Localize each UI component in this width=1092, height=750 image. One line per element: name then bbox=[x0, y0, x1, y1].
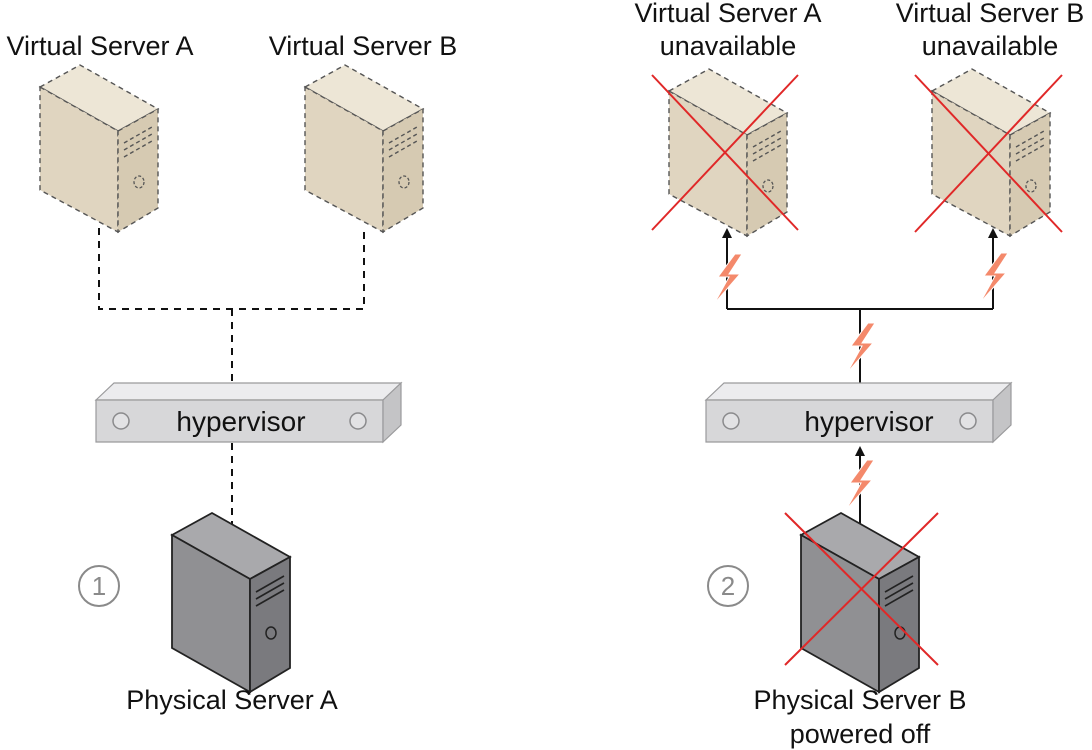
virtual-server-b-label: Virtual Server B bbox=[896, 0, 1085, 28]
physical-server-b-label: Physical Server B bbox=[753, 685, 966, 715]
physical-server-icon bbox=[171, 512, 291, 693]
virtual-server-a-label: Virtual Server A bbox=[634, 0, 821, 28]
physical-server-b-status: powered off bbox=[790, 719, 931, 749]
step-1-badge: 1 bbox=[78, 565, 120, 607]
virtual-server-b-status: unavailable bbox=[922, 31, 1059, 61]
step-2-number: 2 bbox=[721, 571, 735, 601]
physical-server-icon bbox=[800, 512, 920, 693]
virtual-server-icon bbox=[304, 64, 424, 233]
failure-x-icon bbox=[914, 74, 1063, 233]
virtual-server-icon bbox=[931, 68, 1051, 237]
virtual-link-connector bbox=[98, 228, 365, 400]
virtual-server-icon bbox=[39, 64, 159, 233]
failure-x-icon bbox=[651, 74, 799, 231]
physical-server-a-label: Physical Server A bbox=[126, 685, 338, 715]
step-2-badge: 2 bbox=[707, 565, 749, 607]
virtual-server-icon bbox=[668, 68, 788, 237]
hypervisor-label: hypervisor bbox=[176, 406, 305, 437]
step-1-number: 1 bbox=[92, 571, 106, 601]
hypervisor-label: hypervisor bbox=[804, 406, 933, 437]
virtual-server-a-status: unavailable bbox=[660, 31, 797, 61]
virtual-server-a-label: Virtual Server A bbox=[6, 31, 193, 61]
left-panel: Virtual Server A Virtual Server B hyperv… bbox=[6, 31, 457, 715]
right-panel: Virtual Server A unavailable Virtual Ser… bbox=[634, 0, 1084, 749]
failure-x-icon bbox=[784, 512, 939, 666]
virtual-server-b-label: Virtual Server B bbox=[269, 31, 458, 61]
